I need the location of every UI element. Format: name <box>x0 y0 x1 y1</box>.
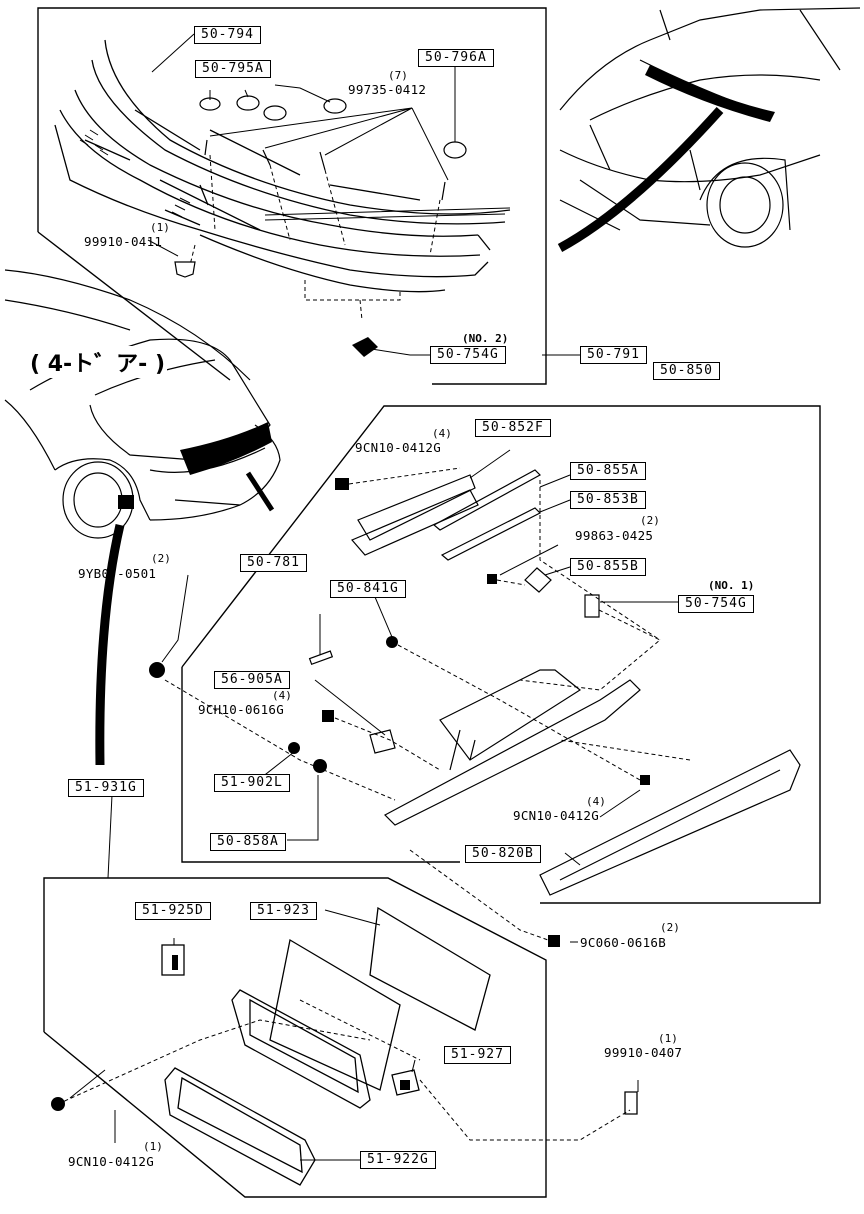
callout-50-820B[interactable]: 50-820B <box>465 845 541 863</box>
part-qty: (4) <box>272 689 292 702</box>
callout-50-852F[interactable]: 50-852F <box>475 419 551 437</box>
car-front-view <box>559 7 861 248</box>
callout-56-905A[interactable]: 56-905A <box>214 671 290 689</box>
door-variant-title: ( 4-ト゛ア- ) <box>28 346 167 378</box>
callout-51-925D[interactable]: 51-925D <box>135 902 211 920</box>
note-no1: (NO. 1) <box>708 579 755 592</box>
callout-51-931G[interactable]: 51-931G <box>68 779 144 797</box>
garnish-parts <box>308 469 801 896</box>
callout-50-795A[interactable]: 50-795A <box>195 60 271 78</box>
callout-50-791[interactable]: 50-791 <box>580 346 647 364</box>
part-qty: (1) <box>150 221 170 234</box>
bottom-group-frame <box>43 877 547 1198</box>
part-qty: (2) <box>151 552 171 565</box>
part-qty: (4) <box>586 795 606 808</box>
part-number[interactable]: 99910-0407 <box>604 1045 683 1060</box>
part-qty: (7) <box>388 69 408 82</box>
license-plate-housing <box>161 906 638 1186</box>
callout-51-922G[interactable]: 51-922G <box>360 1151 436 1169</box>
part-qty: (4) <box>432 427 452 440</box>
part-qty: (2) <box>640 514 660 527</box>
callout-50-796A[interactable]: 50-796A <box>418 49 494 67</box>
part-number[interactable]: 9CN10-0412G <box>513 808 600 823</box>
callout-51-923[interactable]: 51-923 <box>250 902 317 920</box>
part-qty: (1) <box>143 1140 163 1153</box>
callout-50-855B[interactable]: 50-855B <box>570 558 646 576</box>
middle-group-frame <box>181 667 460 863</box>
callout-51-927[interactable]: 51-927 <box>444 1046 511 1064</box>
part-number[interactable]: 9CN10-0412G <box>68 1154 155 1169</box>
part-number[interactable]: 99735-0412 <box>348 82 427 97</box>
callout-50-850[interactable]: 50-850 <box>653 362 720 380</box>
callout-50-855A[interactable]: 50-855A <box>570 462 646 480</box>
cowl-grille-panel <box>54 39 511 293</box>
callout-51-902L[interactable]: 51-902L <box>214 774 290 792</box>
top-group-frame <box>37 7 547 385</box>
part-number[interactable]: 9CH10-0616G <box>198 702 285 717</box>
part-number[interactable]: 9YB07-0501 <box>78 566 157 581</box>
callout-50-794[interactable]: 50-794 <box>194 26 261 44</box>
callout-50-853B[interactable]: 50-853B <box>570 491 646 509</box>
part-number[interactable]: 99910-0411 <box>84 234 163 249</box>
callout-50-858A[interactable]: 50-858A <box>210 833 286 851</box>
part-qty: (1) <box>658 1032 678 1045</box>
note-no2: (NO. 2) <box>462 332 509 345</box>
callout-50-781[interactable]: 50-781 <box>240 554 307 572</box>
callout-50-754G-no1[interactable]: 50-754G <box>678 595 754 613</box>
part-number[interactable]: 9C060-0616B <box>580 935 667 950</box>
callout-50-754G-no2[interactable]: 50-754G <box>430 346 506 364</box>
callout-50-841G[interactable]: 50-841G <box>330 580 406 598</box>
part-number[interactable]: 9CN10-0412G <box>355 440 442 455</box>
part-qty: (2) <box>660 921 680 934</box>
car-rear-view <box>4 269 281 539</box>
part-number[interactable]: 99863-0425 <box>575 528 654 543</box>
